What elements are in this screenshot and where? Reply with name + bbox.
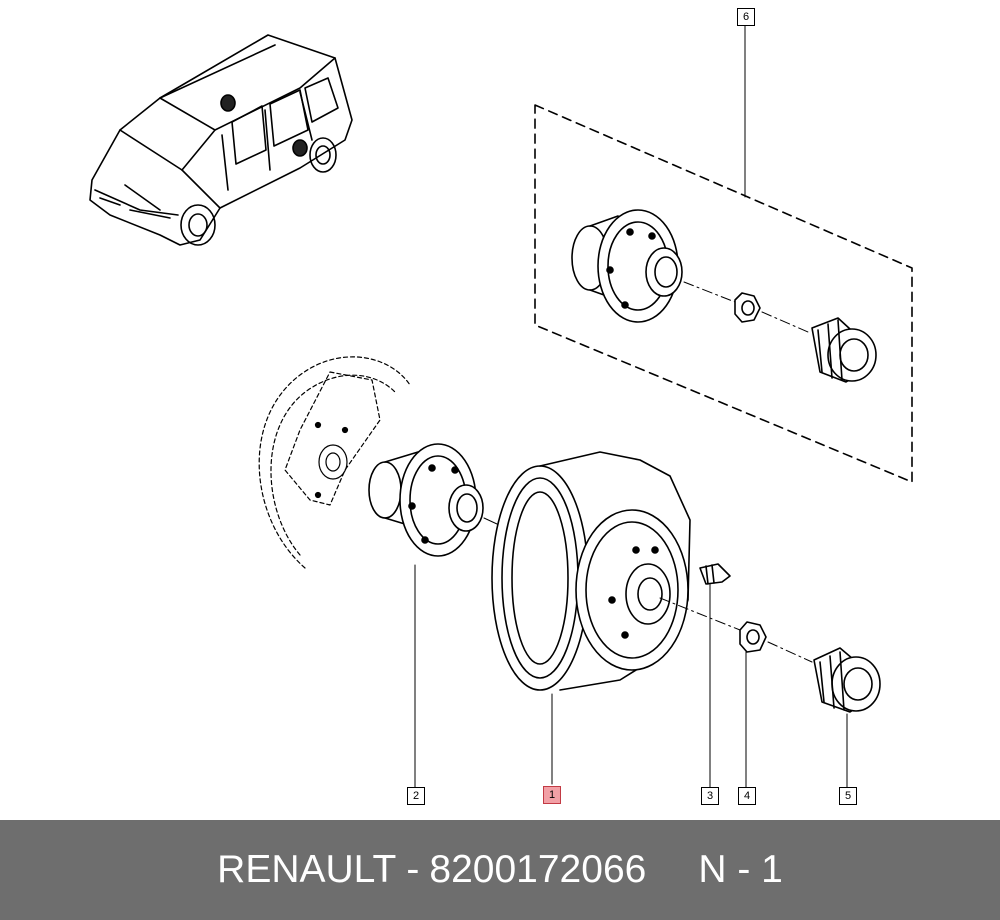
kit-boundary xyxy=(534,104,913,483)
hub-nut xyxy=(739,621,767,653)
callout-6[interactable]: 6 xyxy=(737,8,755,26)
wheel-bolt xyxy=(699,563,731,585)
footer-caption: RENAULT - 8200172066 N - 1 xyxy=(0,820,1000,920)
brand-label: RENAULT - xyxy=(217,848,420,891)
parts-diagram xyxy=(89,25,913,788)
vehicle-illustration xyxy=(89,34,353,246)
kit-hub xyxy=(571,209,683,323)
hub-cap xyxy=(813,647,881,713)
callout-3[interactable]: 3 xyxy=(701,787,719,805)
brake-drum xyxy=(491,451,691,691)
footer-bar: RENAULT - 8200172066 N - 1 xyxy=(0,820,1000,920)
kit-nut xyxy=(734,292,761,323)
callout-2[interactable]: 2 xyxy=(407,787,425,805)
backing-plate xyxy=(258,356,411,569)
hub xyxy=(368,443,484,557)
callout-1[interactable]: 1 xyxy=(543,786,561,804)
page-label: N - 1 xyxy=(698,848,783,891)
callout-4[interactable]: 4 xyxy=(738,787,756,805)
kit-cap xyxy=(811,317,877,383)
callout-5[interactable]: 5 xyxy=(839,787,857,805)
part-number: 8200172066 xyxy=(429,848,647,891)
